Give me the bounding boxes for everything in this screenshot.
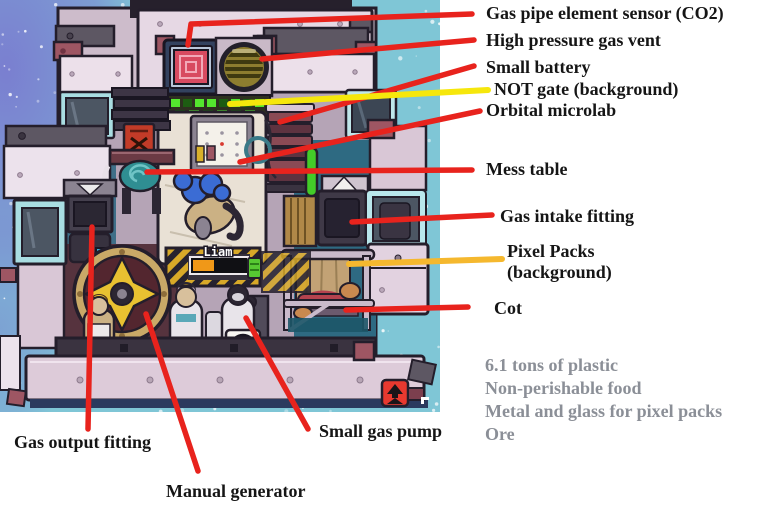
annotation-label-manual-generator: Manual generator — [166, 481, 306, 501]
duplicant-liam[interactable] — [172, 170, 244, 241]
duplicant-name: Liam — [204, 245, 233, 259]
wicker-panel — [282, 194, 318, 248]
annotation-label-pixel-packs: Pixel Packs(background) — [507, 241, 612, 282]
note-line: Non-perishable food — [485, 378, 642, 398]
annotation-label-small-gas-pump: Small gas pump — [319, 421, 443, 441]
liam-status-plate: Liam — [164, 244, 262, 288]
annotation-label-cot: Cot — [494, 298, 522, 318]
right-hull-column — [366, 118, 428, 192]
annotation-label-mess-table: Mess table — [486, 159, 568, 179]
annotation-label-gas-intake-fitting: Gas intake fitting — [500, 206, 635, 226]
corner-mark — [421, 397, 429, 404]
game-scene: Liam — [0, 0, 440, 412]
hanging-items — [195, 145, 216, 163]
high-pressure-gas-vent[interactable] — [214, 36, 274, 98]
rocket-module-interior: Liam — [0, 0, 438, 408]
launch-button-icon[interactable] — [380, 378, 429, 408]
annotation-label-small-battery: Small battery — [486, 57, 591, 77]
note-line: 6.1 tons of plastic — [485, 355, 619, 375]
gas-intake-fitting[interactable] — [316, 174, 370, 247]
annotation-label-orbital-microlab: Orbital microlab — [486, 100, 617, 120]
liam-arm — [222, 202, 244, 241]
hull-attachment — [406, 358, 438, 386]
storage-cabinet[interactable] — [366, 242, 430, 316]
green-indicator-capsule — [304, 146, 319, 198]
up-arrow-icon — [387, 384, 403, 398]
note-line: Metal and glass for pixel packs — [485, 401, 723, 421]
note-line: Ore — [485, 424, 515, 444]
annotation-label-gas-output-fitting: Gas output fitting — [14, 432, 152, 452]
progress-bar-fill — [193, 260, 214, 271]
hazard-wall-panel — [261, 251, 311, 293]
battery-icon — [247, 257, 262, 279]
hull-shadow-line — [30, 399, 428, 408]
left-lower-window-block — [12, 198, 68, 266]
annotation-label-high-pressure-gas-vent: High pressure gas vent — [486, 30, 661, 50]
annotation-label-gas-pipe-element-sensor: Gas pipe element sensor (CO2) — [486, 3, 724, 23]
gas-pipe-element-sensor[interactable] — [154, 34, 278, 96]
annotation-label-not-gate: NOT gate (background) — [494, 79, 679, 99]
glass-storage-block[interactable] — [365, 189, 427, 249]
